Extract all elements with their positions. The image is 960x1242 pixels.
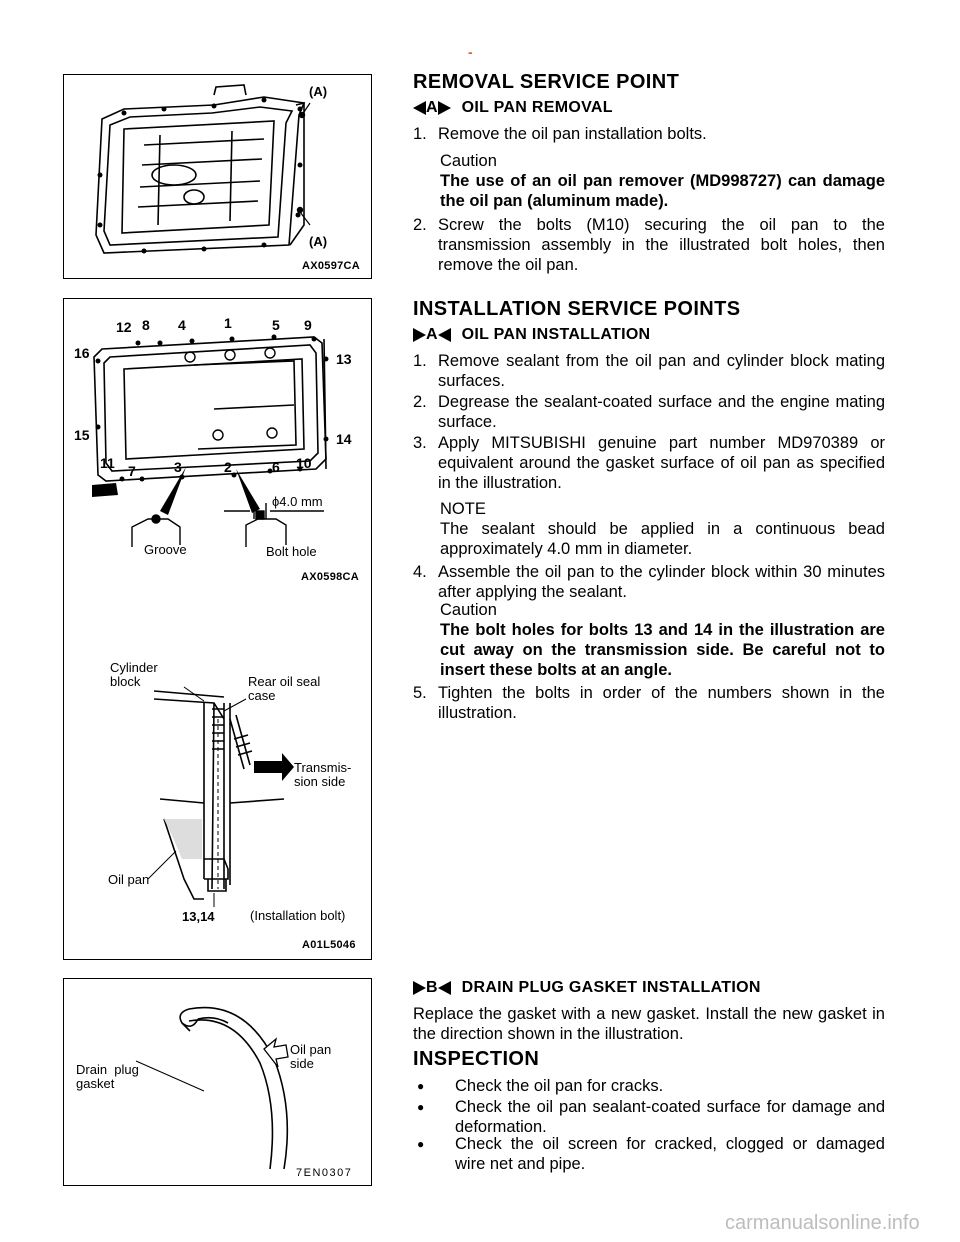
removal-step-1: 1. Remove the oil pan installation bolts… xyxy=(413,124,885,144)
installation-step-4: 4. Assemble the oil pan to the cylinder … xyxy=(413,562,885,602)
inspection-item-text: Check the oil pan sealant-coated surface… xyxy=(455,1098,885,1136)
fig4-drain-plug-gasket-label: Drain plug gasket xyxy=(76,1062,139,1091)
step-number: 5. xyxy=(413,684,427,702)
installation-step-1: 1. Remove sealant from the oil pan and c… xyxy=(413,351,885,391)
installation-title: INSTALLATION SERVICE POINTS xyxy=(413,298,741,320)
fig3-cylinder-block-label: Cylinder block xyxy=(110,660,158,689)
step-text: Apply MITSUBISHI genuine part number MD9… xyxy=(438,434,885,492)
fig2-dimension: ϕ4.0 mm xyxy=(272,494,323,509)
fig3-code: A01L5046 xyxy=(302,939,356,951)
figure-drain-plug-gasket: Oil pan side Drain plug gasket 7EN0307 xyxy=(63,978,372,1186)
fig2-bolt-11: 11 xyxy=(100,455,115,471)
triangle-left-icon xyxy=(437,980,451,995)
fig2-bolt-14: 14 xyxy=(336,431,352,447)
step-text: Tighten the bolts in order of the number… xyxy=(438,684,885,722)
inspection-item-text: Check the oil screen for cracked, clogge… xyxy=(455,1135,885,1173)
fig1-label-a-bottom: (A) xyxy=(309,234,328,249)
installation-caution-label: Caution xyxy=(440,601,497,619)
installation-step-2: 2. Degrease the sealant-coated surface a… xyxy=(413,392,885,432)
triangle-right-icon xyxy=(413,980,426,995)
installation-caution-text: The bolt holes for bolts 13 and 14 in th… xyxy=(440,621,885,679)
fig2-bolt-9: 9 xyxy=(304,317,312,333)
fig2-bolt-8: 8 xyxy=(142,317,150,333)
fig3-rear-oil-seal-label: Rear oil seal case xyxy=(248,674,321,703)
triangle-right-icon xyxy=(437,100,451,115)
bullet-icon: ● xyxy=(417,1079,425,1093)
drain-plug-gasket-drawing xyxy=(135,1006,289,1170)
fig2-bolt-12: 12 xyxy=(116,319,132,335)
fig2-bolt-10: 10 xyxy=(296,455,312,471)
step-text: Remove the oil pan installation bolts. xyxy=(438,125,707,143)
removal-sub-letter: A xyxy=(426,99,438,116)
fig2-bolt-16: 16 xyxy=(74,345,90,361)
inspection-item-2: ● Check the oil pan sealant-coated surfa… xyxy=(417,1097,885,1137)
fig3-oil-pan-label: Oil pan xyxy=(108,872,150,887)
removal-title: REMOVAL SERVICE POINT xyxy=(413,71,680,93)
installation-step-5: 5. Tighten the bolts in order of the num… xyxy=(413,683,885,723)
drain-sub-letter: B xyxy=(426,979,438,996)
fig2-bolt-5: 5 xyxy=(272,317,280,333)
step-number: 2. xyxy=(413,216,427,234)
drain-subheading: B DRAIN PLUG GASKET INSTALLATION xyxy=(413,979,761,997)
removal-caution-text: The use of an oil pan remover (MD998727)… xyxy=(440,172,885,210)
inspection-item-1: ● Check the oil pan for cracks. xyxy=(417,1076,885,1096)
fig2-bolt-hole-label: Bolt hole xyxy=(266,544,317,559)
fig3-installation-bolt-label: (Installation bolt) xyxy=(250,908,346,923)
step-text: Degrease the sealant-coated surface and … xyxy=(438,393,885,431)
oil-pan-removal-drawing xyxy=(95,84,311,254)
figure-oil-pan-removal: (A) (A) AX0597CA xyxy=(63,74,372,279)
installation-sub-title: OIL PAN INSTALLATION xyxy=(461,326,651,343)
removal-subheading: A OIL PAN REMOVAL xyxy=(413,99,613,117)
installation-sub-letter: A xyxy=(426,326,438,343)
removal-step-2: 2. Screw the bolts (M10) securing the oi… xyxy=(413,215,885,279)
fig3-bolt-numbers: 13,14 xyxy=(182,909,215,924)
step-number: 4. xyxy=(413,563,427,581)
figure-oil-pan-installation: 12 8 4 1 5 9 16 13 15 14 11 7 3 2 6 10 ϕ… xyxy=(63,298,372,960)
installation-note-label: NOTE xyxy=(440,500,486,518)
step-number: 1. xyxy=(413,352,427,370)
step-text: Screw the bolts (M10) securing the oil p… xyxy=(438,216,885,274)
fig2-bolt-7: 7 xyxy=(128,463,136,479)
fig2-bolt-15: 15 xyxy=(74,427,90,443)
inspection-item-3: ● Check the oil screen for cracked, clog… xyxy=(417,1134,885,1174)
watermark: carmanualsonline.info xyxy=(725,1212,920,1234)
step-number: 3. xyxy=(413,434,427,452)
fig1-code: AX0597CA xyxy=(302,260,361,272)
step-number: 2. xyxy=(413,393,427,411)
fig2-bolt-6: 6 xyxy=(272,459,280,475)
fig4-code: 7EN0307 xyxy=(296,1167,353,1179)
triangle-left-icon xyxy=(437,327,451,342)
oil-pan-installation-drawing xyxy=(92,334,329,907)
triangle-left-icon xyxy=(413,100,426,115)
step-text: Assemble the oil pan to the cylinder blo… xyxy=(438,563,885,601)
fig3-transmission-side-label: Transmis- sion side xyxy=(294,760,352,789)
removal-sub-title: OIL PAN REMOVAL xyxy=(461,99,613,116)
fig2-code: AX0598CA xyxy=(301,571,360,583)
bullet-icon: ● xyxy=(417,1100,425,1114)
step-number: 1. xyxy=(413,125,427,143)
triangle-right-icon xyxy=(413,327,426,342)
drain-sub-title: DRAIN PLUG GASKET INSTALLATION xyxy=(461,979,761,996)
fig2-bolt-13: 13 xyxy=(336,351,352,367)
fig2-bolt-4: 4 xyxy=(178,317,186,333)
inspection-item-text: Check the oil pan for cracks. xyxy=(455,1077,664,1095)
page-top-mark: - xyxy=(468,44,473,60)
removal-caution-label: Caution xyxy=(440,152,497,170)
fig2-groove-label: Groove xyxy=(144,542,187,557)
drain-text: Replace the gasket with a new gasket. In… xyxy=(413,1005,885,1043)
installation-subheading: A OIL PAN INSTALLATION xyxy=(413,326,650,344)
inspection-title: INSPECTION xyxy=(413,1048,540,1070)
fig2-bolt-2: 2 xyxy=(224,459,232,475)
fig2-bolt-1: 1 xyxy=(224,315,232,331)
step-text: Remove sealant from the oil pan and cyli… xyxy=(438,352,885,390)
installation-step-3: 3. Apply MITSUBISHI genuine part number … xyxy=(413,433,885,493)
bullet-icon: ● xyxy=(417,1137,425,1151)
fig2-bolt-3: 3 xyxy=(174,459,182,475)
fig1-label-a-top: (A) xyxy=(309,84,328,99)
installation-note-text: The sealant should be applied in a conti… xyxy=(440,520,885,558)
fig4-oil-pan-side-label: Oil pan side xyxy=(290,1042,332,1071)
